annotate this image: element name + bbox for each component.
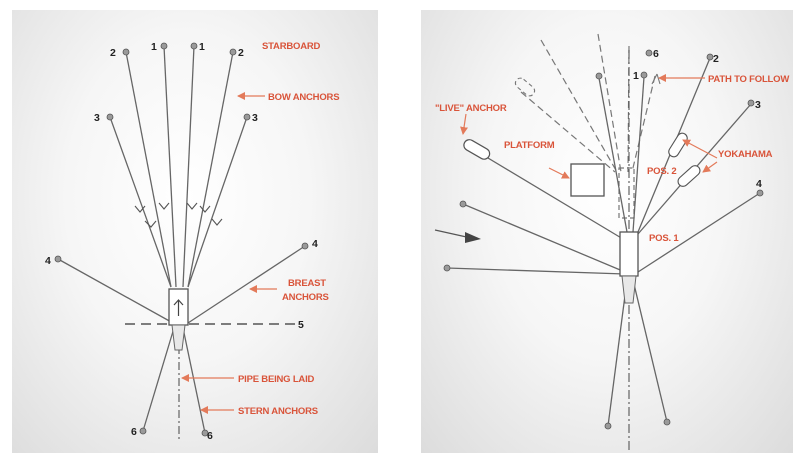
left-diagram-panel: 2 1 1 2 3 3 4 4 5 6 6 STARBOARD BOW ANCH… <box>12 10 378 453</box>
label-pipe-being-laid: PIPE BEING LAID <box>238 374 315 385</box>
label-path-to-follow: PATH TO FOLLOW <box>708 74 789 85</box>
laybarge-left <box>168 288 189 351</box>
platform-square <box>570 163 605 197</box>
wire-direction-chevrons <box>134 202 223 228</box>
label-bow-anchors: BOW ANCHORS <box>268 92 339 103</box>
num-bow-1-left: 1 <box>151 41 157 53</box>
yokahama-fenders <box>668 132 701 187</box>
num-bow-3-left: 3 <box>94 112 100 124</box>
callout-arrows-right <box>460 74 718 179</box>
num-stern-6-right: 6 <box>207 430 213 442</box>
bow-anchor-wires <box>109 45 248 288</box>
label-platform: PLATFORM <box>504 140 555 151</box>
callout-arrows-left <box>181 92 277 414</box>
stern-wire-left <box>142 327 175 432</box>
num-bow-2-right: 2 <box>238 47 244 59</box>
stern-wire-right <box>182 327 206 434</box>
anchor-points-left <box>54 42 309 437</box>
num-breast-4-right: 4 <box>312 238 318 250</box>
label-breast-anchors-2: ANCHORS <box>282 292 329 303</box>
laybarge-pos1 <box>619 231 639 304</box>
num-crossline-5: 5 <box>298 319 304 331</box>
num-right-1: 1 <box>633 70 639 82</box>
left-diagram-svg: 2 1 1 2 3 3 4 4 5 6 6 STARBOARD BOW ANCH… <box>45 41 340 442</box>
breast-wire-left <box>57 258 174 324</box>
anchor-points-right <box>443 49 764 430</box>
right-diagram-panel: 6 1 2 3 4 "LIVE" ANCHOR PLATFORM PATH TO… <box>421 10 793 453</box>
num-right-4: 4 <box>756 178 762 190</box>
anchor-wires-right <box>446 57 761 427</box>
num-right-3: 3 <box>755 99 761 111</box>
num-right-6: 6 <box>653 48 659 60</box>
right-diagram-svg: 6 1 2 3 4 "LIVE" ANCHOR PLATFORM PATH TO… <box>434 33 790 450</box>
live-anchor-shape <box>463 139 491 160</box>
num-right-2: 2 <box>713 53 719 65</box>
label-pos2: POS. 2 <box>647 166 676 177</box>
num-stern-6-left: 6 <box>131 426 137 438</box>
num-bow-2-left: 2 <box>110 47 116 59</box>
breast-wire-right <box>187 245 306 324</box>
label-yokahama: YOKAHAMA <box>718 149 773 160</box>
num-bow-3-right: 3 <box>252 112 258 124</box>
label-breast-anchors-1: BREAST <box>288 278 326 289</box>
label-stern-anchors: STERN ANCHORS <box>238 406 318 417</box>
current-direction-arrow <box>434 229 481 243</box>
label-starboard: STARBOARD <box>262 41 321 52</box>
num-bow-1-right: 1 <box>199 41 205 53</box>
num-breast-4-left: 4 <box>45 255 51 267</box>
previous-position-wires <box>520 33 656 173</box>
label-live-anchor: "LIVE" ANCHOR <box>435 103 507 114</box>
label-pos1: POS. 1 <box>649 233 679 244</box>
